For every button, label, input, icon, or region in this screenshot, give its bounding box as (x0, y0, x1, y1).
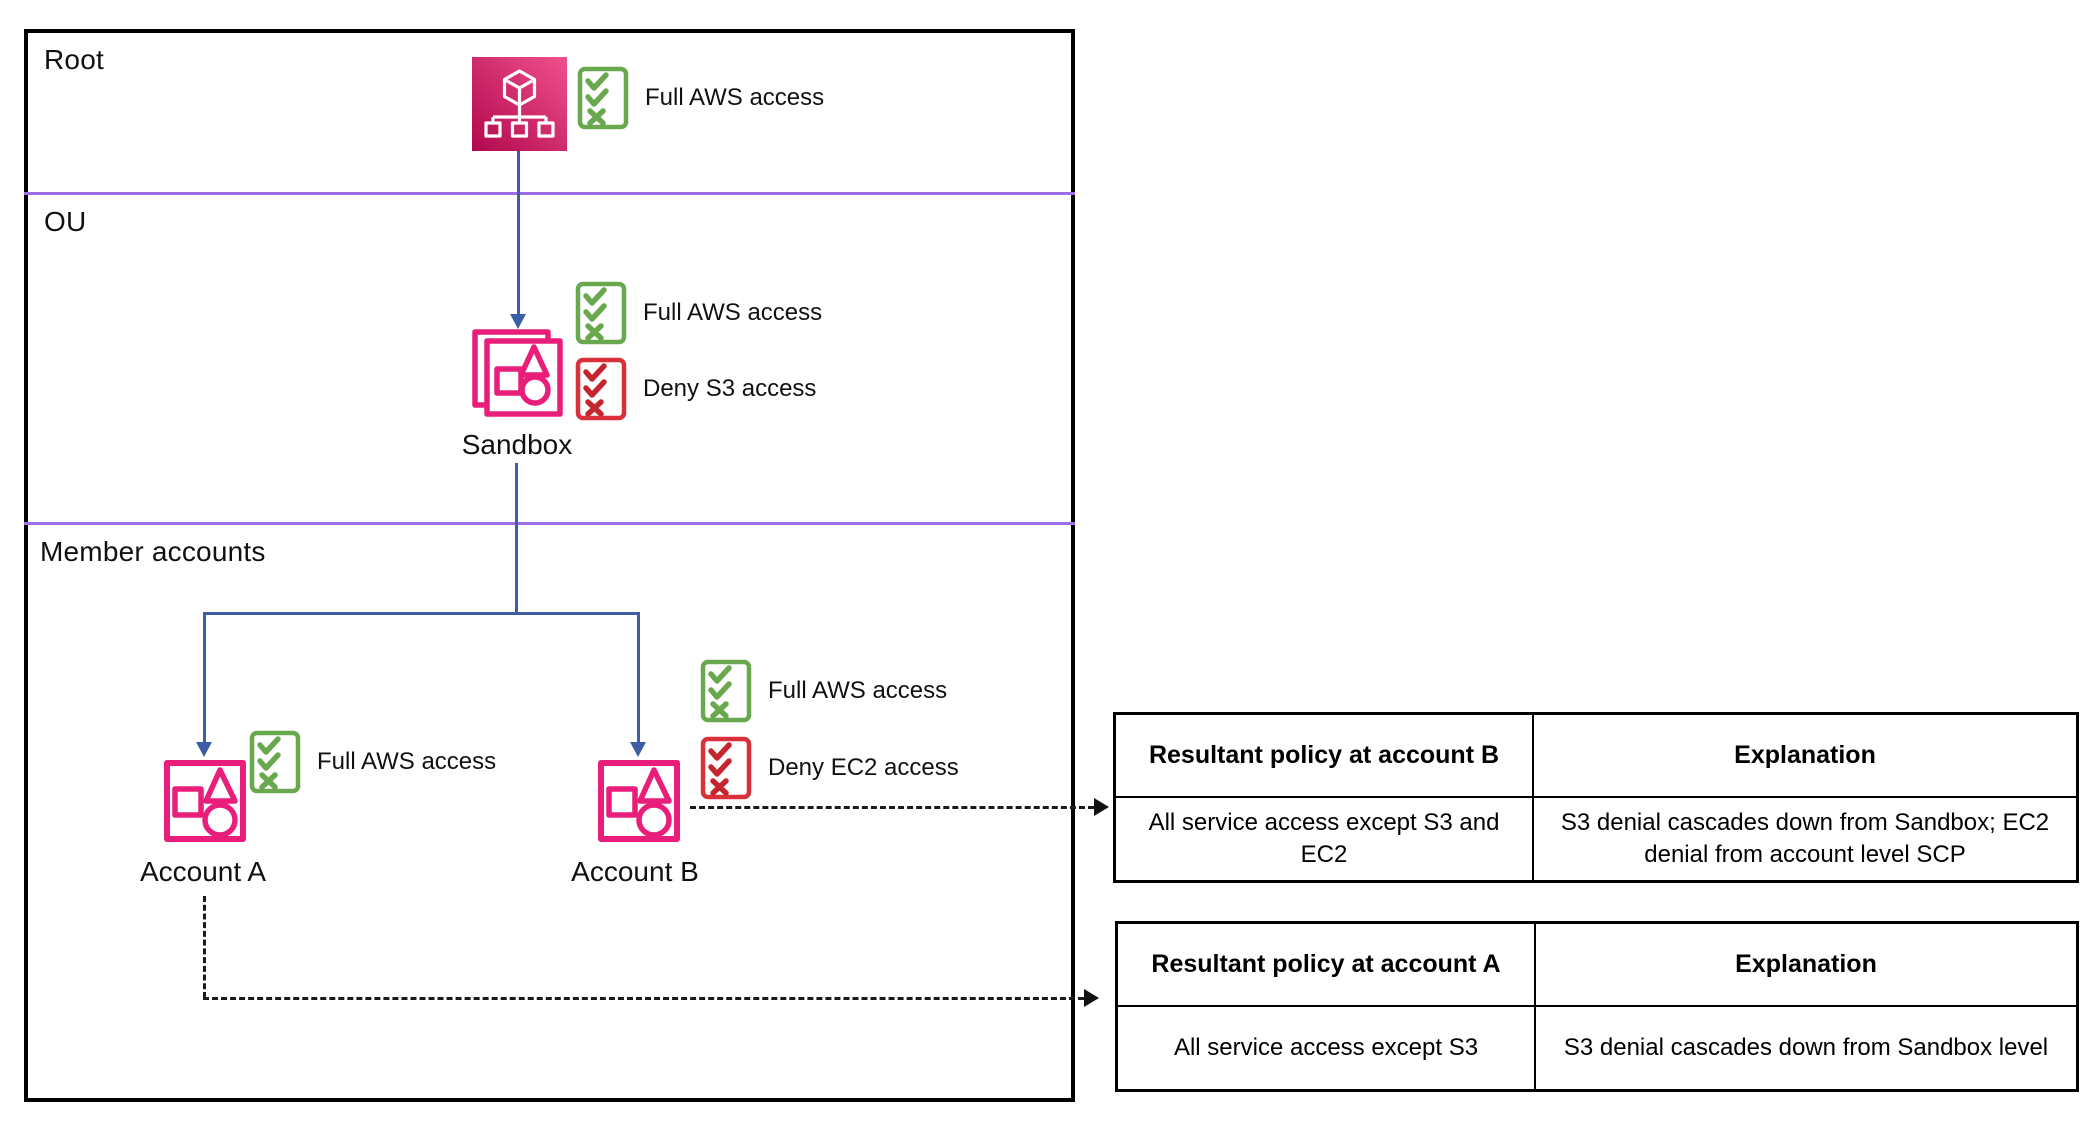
policy-label: Full AWS access (643, 299, 823, 326)
policy-label: Deny EC2 access (768, 754, 959, 781)
policy-allow-icon (249, 730, 301, 794)
account-b-policy-deny: Deny EC2 access (700, 736, 959, 800)
resultant-policy-table-account-b: Resultant policy at account B Explanatio… (1113, 712, 2079, 883)
table-body-cell: S3 denial cascades down from Sandbox lev… (1563, 1033, 2049, 1061)
organizational-unit-icon (472, 329, 563, 417)
account-b-node (597, 759, 681, 843)
arrowhead-root-to-sandbox (510, 314, 526, 329)
connector-branch-to-account-b (637, 612, 640, 742)
policy-deny-icon (700, 736, 752, 800)
account-icon (164, 760, 246, 842)
section-label-root: Root (44, 44, 104, 75)
sandbox-label: Sandbox (461, 429, 573, 460)
dashed-connector-account-a-horizontal (203, 997, 1084, 1000)
policy-label: Full AWS access (317, 748, 497, 775)
policy-label: Deny S3 access (643, 375, 817, 402)
arrowhead-to-account-b (630, 742, 646, 757)
root-node (472, 57, 567, 151)
dashed-connector-account-b (690, 806, 1094, 809)
table-header-cell: Resultant policy at account A (1118, 924, 1536, 1007)
table-header-cell: Resultant policy at account B (1116, 715, 1534, 798)
policy-allow-icon (700, 659, 752, 723)
account-a-policy-allow: Full AWS access (249, 730, 496, 794)
organization-boundary-box (24, 29, 1075, 1102)
sandbox-ou-node (471, 328, 563, 417)
policy-allow-icon (577, 66, 629, 130)
policy-label: Full AWS access (645, 84, 825, 111)
account-b-policy-allow: Full AWS access (700, 659, 947, 723)
arrowhead-to-account-a (196, 742, 212, 757)
sandbox-policy-deny: Deny S3 access (575, 357, 816, 421)
section-label-ou: OU (44, 206, 87, 237)
account-b-label: Account B (571, 856, 699, 887)
table-body-cell: All service access except S3 and EC2 (1116, 797, 1534, 880)
arrowhead-account-b-callout (1094, 798, 1109, 816)
section-label-member-accounts: Member accounts (40, 536, 266, 567)
policy-label: Full AWS access (768, 677, 948, 704)
account-icon (598, 760, 680, 842)
account-a-label: Account A (139, 856, 267, 887)
policy-allow-icon (575, 281, 627, 345)
sandbox-policy-allow: Full AWS access (575, 281, 822, 345)
connector-branch-to-account-a (203, 612, 206, 742)
policy-deny-icon (575, 357, 627, 421)
connector-sandbox-stem (515, 463, 518, 614)
table-header-cell: Explanation (1534, 715, 2076, 798)
connector-branch-bar (203, 612, 640, 615)
table-body-cell: S3 denial cascades down from Sandbox; EC… (1560, 809, 2050, 868)
root-policy-allow: Full AWS access (577, 66, 824, 130)
aws-organizations-icon (472, 57, 567, 151)
table-header-cell: Explanation (1536, 924, 2076, 1007)
divider-root-ou (24, 192, 1075, 195)
connector-root-to-sandbox (517, 151, 520, 315)
table-body-cell: All service access except S3 (1118, 1006, 1536, 1089)
account-a-node (163, 759, 247, 843)
dashed-connector-account-a-vertical (203, 896, 206, 998)
resultant-policy-table-account-a: Resultant policy at account A Explanatio… (1115, 921, 2079, 1092)
divider-ou-member-accounts (24, 522, 1075, 525)
arrowhead-account-a-callout (1084, 989, 1099, 1007)
